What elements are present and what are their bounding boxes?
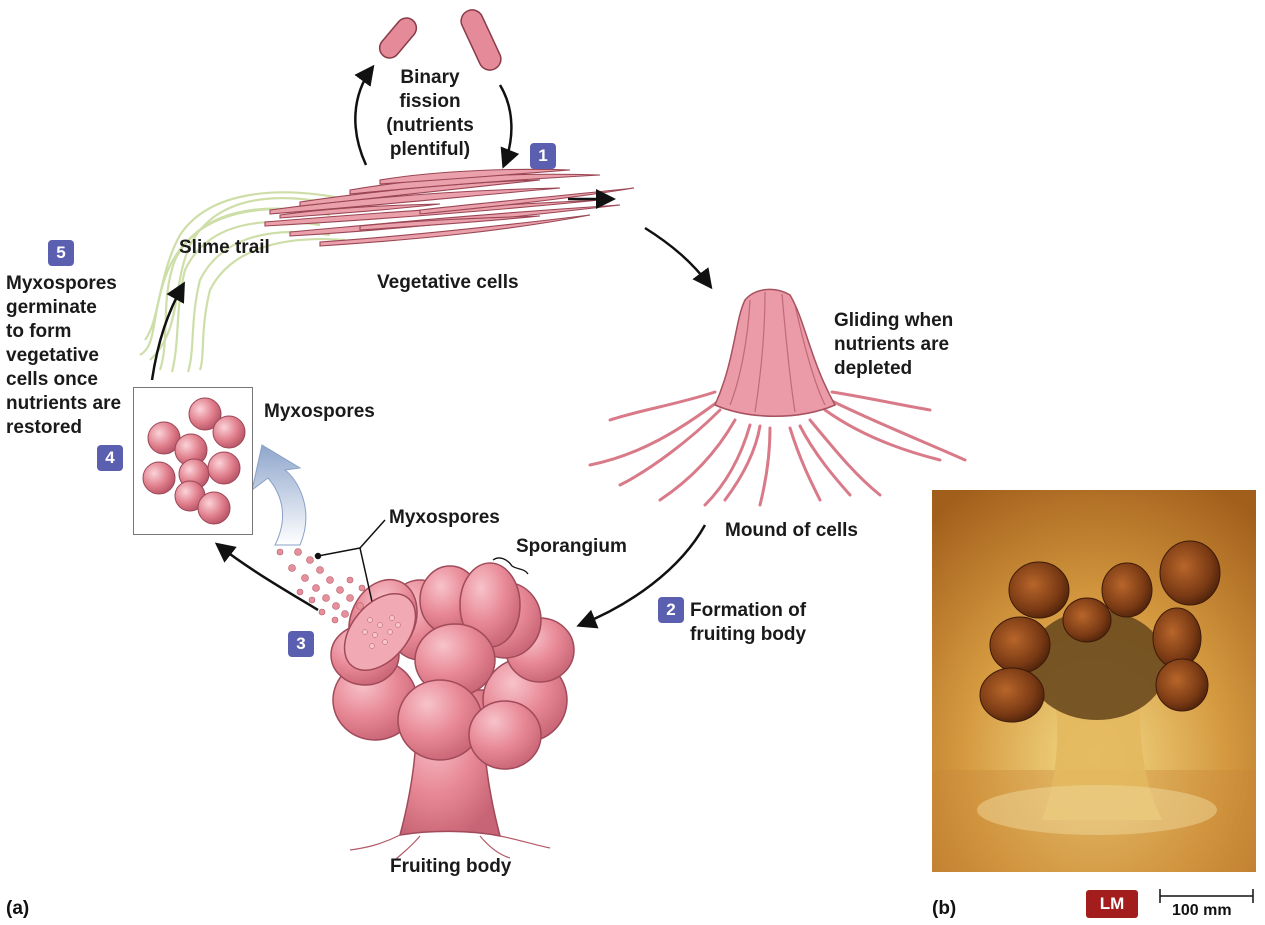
fission-arrow-down <box>498 84 520 169</box>
formation-label: Formation of fruiting body <box>690 600 807 645</box>
arrow-to-slime-trail <box>150 281 185 381</box>
sporangium-bracket <box>492 557 529 575</box>
slime-trail <box>139 191 351 373</box>
vegetative-cells-label: Vegetative cells <box>377 272 519 293</box>
myxospores-pointer-label: Myxospores <box>389 507 500 528</box>
fission-arrow-up <box>354 64 375 166</box>
released-myxospores <box>276 534 366 624</box>
myxospores-box <box>133 387 253 535</box>
panel-a-label: (a) <box>6 898 30 919</box>
release-arrow <box>251 444 307 546</box>
open-sporangium <box>343 593 417 671</box>
vegetative-cells <box>264 168 635 247</box>
dividing-cells <box>378 9 502 71</box>
scale-bar <box>1159 889 1254 903</box>
myxospores-box-label: Myxospores <box>264 401 375 422</box>
mound-of-cells-label: Mound of cells <box>725 520 858 541</box>
sporangium-label: Sporangium <box>516 536 627 557</box>
arrow-to-fruiting-body <box>576 524 707 629</box>
micrograph <box>932 490 1256 872</box>
arrow-to-mound <box>644 226 713 290</box>
step-badge-3: 3 <box>288 631 314 657</box>
mound-of-cells <box>588 288 967 507</box>
myxospore-cluster <box>142 397 246 525</box>
micrograph-image <box>932 490 1256 872</box>
step-badge-2: 2 <box>658 597 684 623</box>
step-badge-5: 5 <box>48 240 74 266</box>
gliding-label: Gliding when nutrients are depleted <box>834 310 954 379</box>
lm-badge: LM <box>1086 890 1138 918</box>
germinate-label: Myxospores germinate to form vegetative … <box>6 273 122 438</box>
binary-fission-label: Binary fission (nutrients plentiful) <box>386 67 474 160</box>
panel-b-label: (b) <box>932 898 957 919</box>
fruiting-body-label: Fruiting body <box>390 856 512 877</box>
step-badge-4: 4 <box>97 445 123 471</box>
arrow-to-myxospores-box <box>214 542 319 612</box>
step-badge-1: 1 <box>530 143 556 169</box>
scale-bar-label: 100 mm <box>1172 902 1232 919</box>
slime-trail-label: Slime trail <box>179 237 270 258</box>
